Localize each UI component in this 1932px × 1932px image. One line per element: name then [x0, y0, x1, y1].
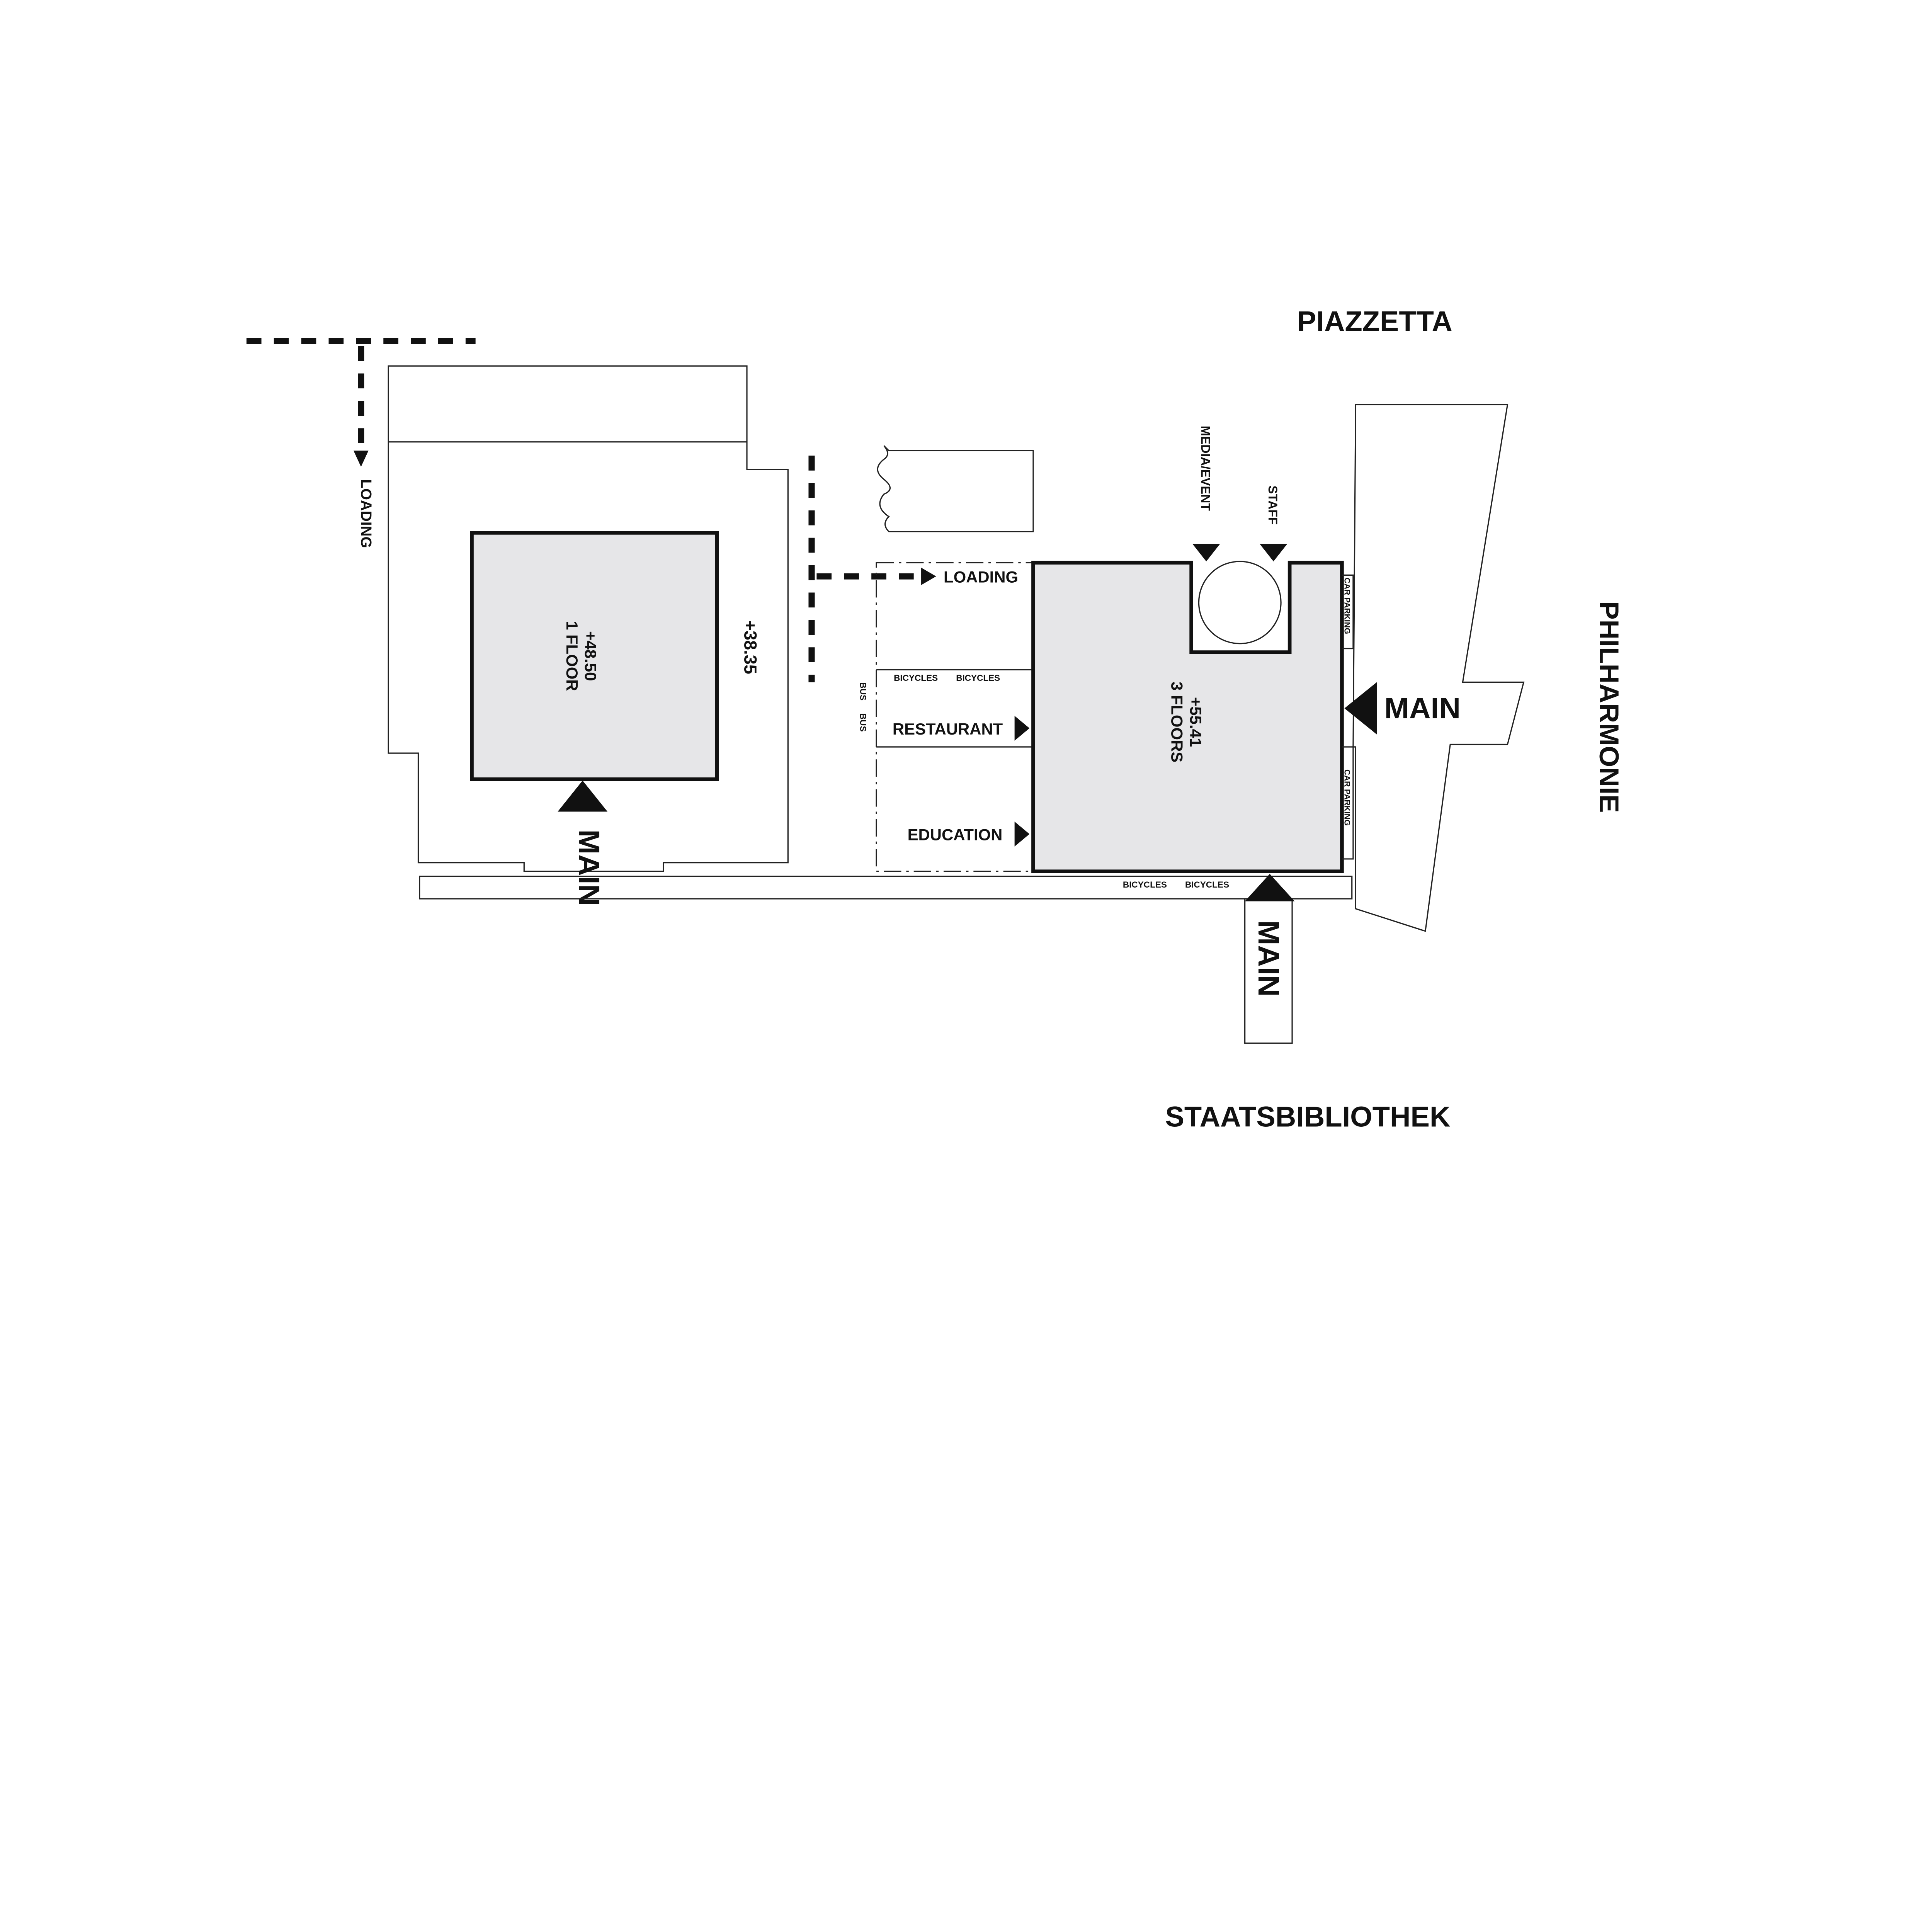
- left-building: [470, 531, 719, 781]
- bicycles-label: BICYCLES: [956, 673, 1000, 683]
- service-zone: [876, 562, 1034, 872]
- courtyard-circle: [1198, 561, 1282, 645]
- small-building: [877, 445, 1034, 532]
- east-main-entrance-arrow: [1344, 682, 1377, 735]
- education-entrance-arrow: [1014, 821, 1030, 847]
- philharmonie-label: PHILHARMONIE: [1594, 601, 1624, 813]
- education-label: EDUCATION: [908, 826, 1003, 844]
- bicycles-label: BICYCLES: [1185, 880, 1229, 889]
- car-parking-label-bottom: CAR PARKING: [1342, 769, 1351, 826]
- car-parking-strip-bottom: [1342, 746, 1354, 860]
- philharmonie-outline: [1352, 404, 1525, 932]
- loading-label-left: LOADING: [357, 479, 374, 548]
- bus-label: BUS: [858, 713, 868, 732]
- bicycles-label: BICYCLES: [1123, 880, 1167, 889]
- left-main-entrance-arrow: [558, 780, 608, 812]
- restaurant-entrance-arrow: [1014, 716, 1030, 741]
- media-event-label: MEDIA/EVENT: [1199, 426, 1213, 511]
- piazzetta-label: PIAZZETTA: [1297, 305, 1452, 337]
- left-ground-elevation: +38.35: [741, 621, 760, 674]
- loading-route-right: [808, 456, 922, 682]
- media-event-arrow: [1192, 544, 1220, 561]
- left-main-label: MAIN: [572, 830, 605, 906]
- car-parking-strip-top: [1342, 574, 1354, 650]
- south-main-label: MAIN: [1252, 920, 1285, 997]
- staatsbibliothek-label: STAATSBIBLIOTHEK: [1165, 1101, 1450, 1133]
- left-elevation: +48.50: [582, 631, 600, 681]
- staff-arrow: [1260, 544, 1287, 561]
- bicycles-label: BICYCLES: [894, 673, 938, 683]
- east-main-label: MAIN: [1384, 692, 1461, 725]
- south-path: [419, 876, 1353, 900]
- loading-label-right: LOADING: [944, 568, 1018, 586]
- left-site-outline: [388, 365, 789, 872]
- loading-route-left: [246, 338, 476, 451]
- bus-label: BUS: [858, 682, 868, 701]
- loading-arrow-right: [921, 568, 936, 585]
- left-floors: 1 FLOOR: [563, 621, 581, 691]
- south-main-entrance-arrow: [1245, 874, 1295, 901]
- main-floors: 3 FLOORS: [1168, 682, 1186, 762]
- loading-arrow-left: [353, 451, 369, 467]
- site-plan: LOADING +48.50 1 FLOOR +38.35 MAIN LOADI…: [246, 305, 1624, 1133]
- main-elevation: +55.41: [1187, 697, 1205, 747]
- staff-label: STAFF: [1266, 485, 1280, 524]
- main-building: [1031, 561, 1344, 873]
- car-parking-label-top: CAR PARKING: [1342, 578, 1351, 634]
- restaurant-label: RESTAURANT: [893, 720, 1003, 738]
